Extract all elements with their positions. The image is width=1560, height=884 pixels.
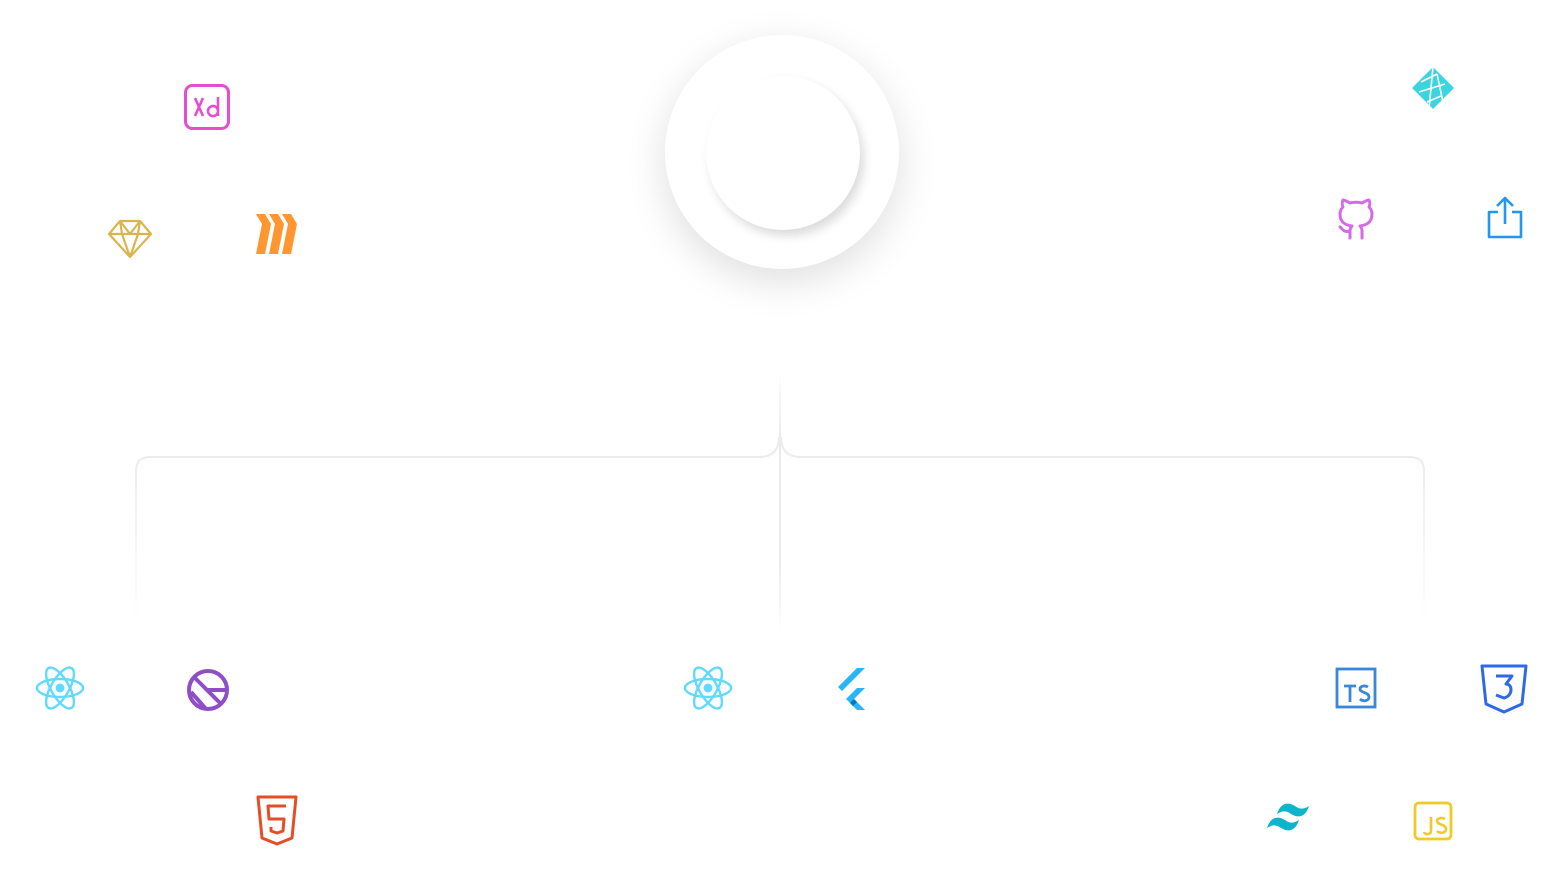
react-icon[interactable] xyxy=(34,662,86,714)
hub-avatar[interactable] xyxy=(706,76,860,230)
trunk-line xyxy=(779,372,781,630)
javascript-icon[interactable] xyxy=(1407,795,1459,847)
github-icon[interactable] xyxy=(1330,192,1382,244)
react-icon[interactable] xyxy=(682,662,734,714)
share-icon[interactable] xyxy=(1479,192,1531,244)
miro-icon[interactable] xyxy=(250,208,302,260)
gatsby-icon[interactable] xyxy=(182,664,234,716)
branch-right xyxy=(780,436,1425,630)
html5-icon[interactable] xyxy=(251,794,303,846)
tailwind-icon[interactable] xyxy=(1263,792,1315,844)
css3-icon[interactable] xyxy=(1478,662,1530,714)
sketch-icon[interactable] xyxy=(104,212,156,264)
netlify-icon[interactable] xyxy=(1407,62,1459,114)
branch-left xyxy=(135,436,780,630)
adobe-xd-icon[interactable] xyxy=(181,81,233,133)
flutter-icon[interactable] xyxy=(826,664,878,716)
typescript-icon[interactable] xyxy=(1330,662,1382,714)
